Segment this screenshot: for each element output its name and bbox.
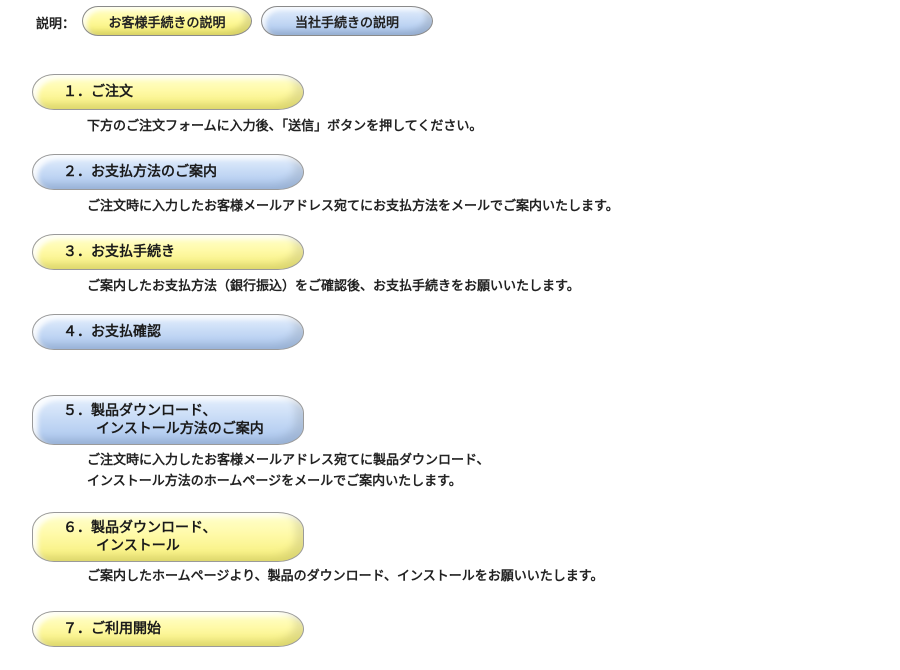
step-title-line2: インストール <box>96 538 180 554</box>
step-2-header: ２．お支払方法のご案内 <box>32 154 304 190</box>
step-desc-line: ご案内したお支払方法（銀行振込）をご確認後、お支払手続きをお願いいたします。 <box>87 279 580 294</box>
step-3-header: ３．お支払手続き <box>32 234 304 270</box>
step-title: ５．製品ダウンロード、 <box>63 403 217 419</box>
tab-company-procedure[interactable]: 当社手続きの説明 <box>261 6 433 36</box>
step-6-header: ６．製品ダウンロード、 インストール <box>32 512 304 562</box>
step-6-description: ご案内したホームページより、製品のダウンロード、インストールをお願いいたします。 <box>87 566 604 587</box>
step-desc-line: ご注文時に入力したお客様メールアドレス宛てに製品ダウンロード、 <box>87 453 490 468</box>
step-5-description: ご注文時に入力したお客様メールアドレス宛てに製品ダウンロード、 インストール方法… <box>87 450 489 492</box>
step-desc-line: インストール方法のホームページをメールでご案内いたします。 <box>87 474 462 489</box>
step-title: ４．お支払確認 <box>63 324 161 340</box>
step-title: ３．お支払手続き <box>63 244 175 260</box>
step-title: ２．お支払方法のご案内 <box>63 164 217 180</box>
step-title-line2: インストール方法のご案内 <box>96 421 264 437</box>
explanation-label: 説明： <box>36 17 76 32</box>
step-title: ７．ご利用開始 <box>63 621 161 637</box>
step-desc-line: ご案内したホームページより、製品のダウンロード、インストールをお願いいたします。 <box>87 569 604 584</box>
step-7-header: ７．ご利用開始 <box>32 611 304 647</box>
step-title: ６．製品ダウンロード、 <box>63 520 217 536</box>
step-desc-line: ご注文時に入力したお客様メールアドレス宛てにお支払方法をメールでご案内いたします… <box>87 199 619 214</box>
step-1-description: 下方のご注文フォームに入力後、「送信」ボタンを押してください。 <box>87 116 482 137</box>
step-1-header: １．ご注文 <box>32 74 304 110</box>
header-bar: 説明： お客様手続きの説明 当社手続きの説明 <box>0 0 900 50</box>
tab-customer-procedure[interactable]: お客様手続きの説明 <box>82 6 252 36</box>
step-3-description: ご案内したお支払方法（銀行振込）をご確認後、お支払手続きをお願いいたします。 <box>87 276 580 297</box>
step-title: １．ご注文 <box>63 84 133 100</box>
step-desc-line: 下方のご注文フォームに入力後、「送信」ボタンを押してください。 <box>87 119 483 134</box>
step-5-header: ５．製品ダウンロード、 インストール方法のご案内 <box>32 395 304 445</box>
step-2-description: ご注文時に入力したお客様メールアドレス宛てにお支払方法をメールでご案内いたします… <box>87 196 619 217</box>
step-4-header: ４．お支払確認 <box>32 314 304 350</box>
